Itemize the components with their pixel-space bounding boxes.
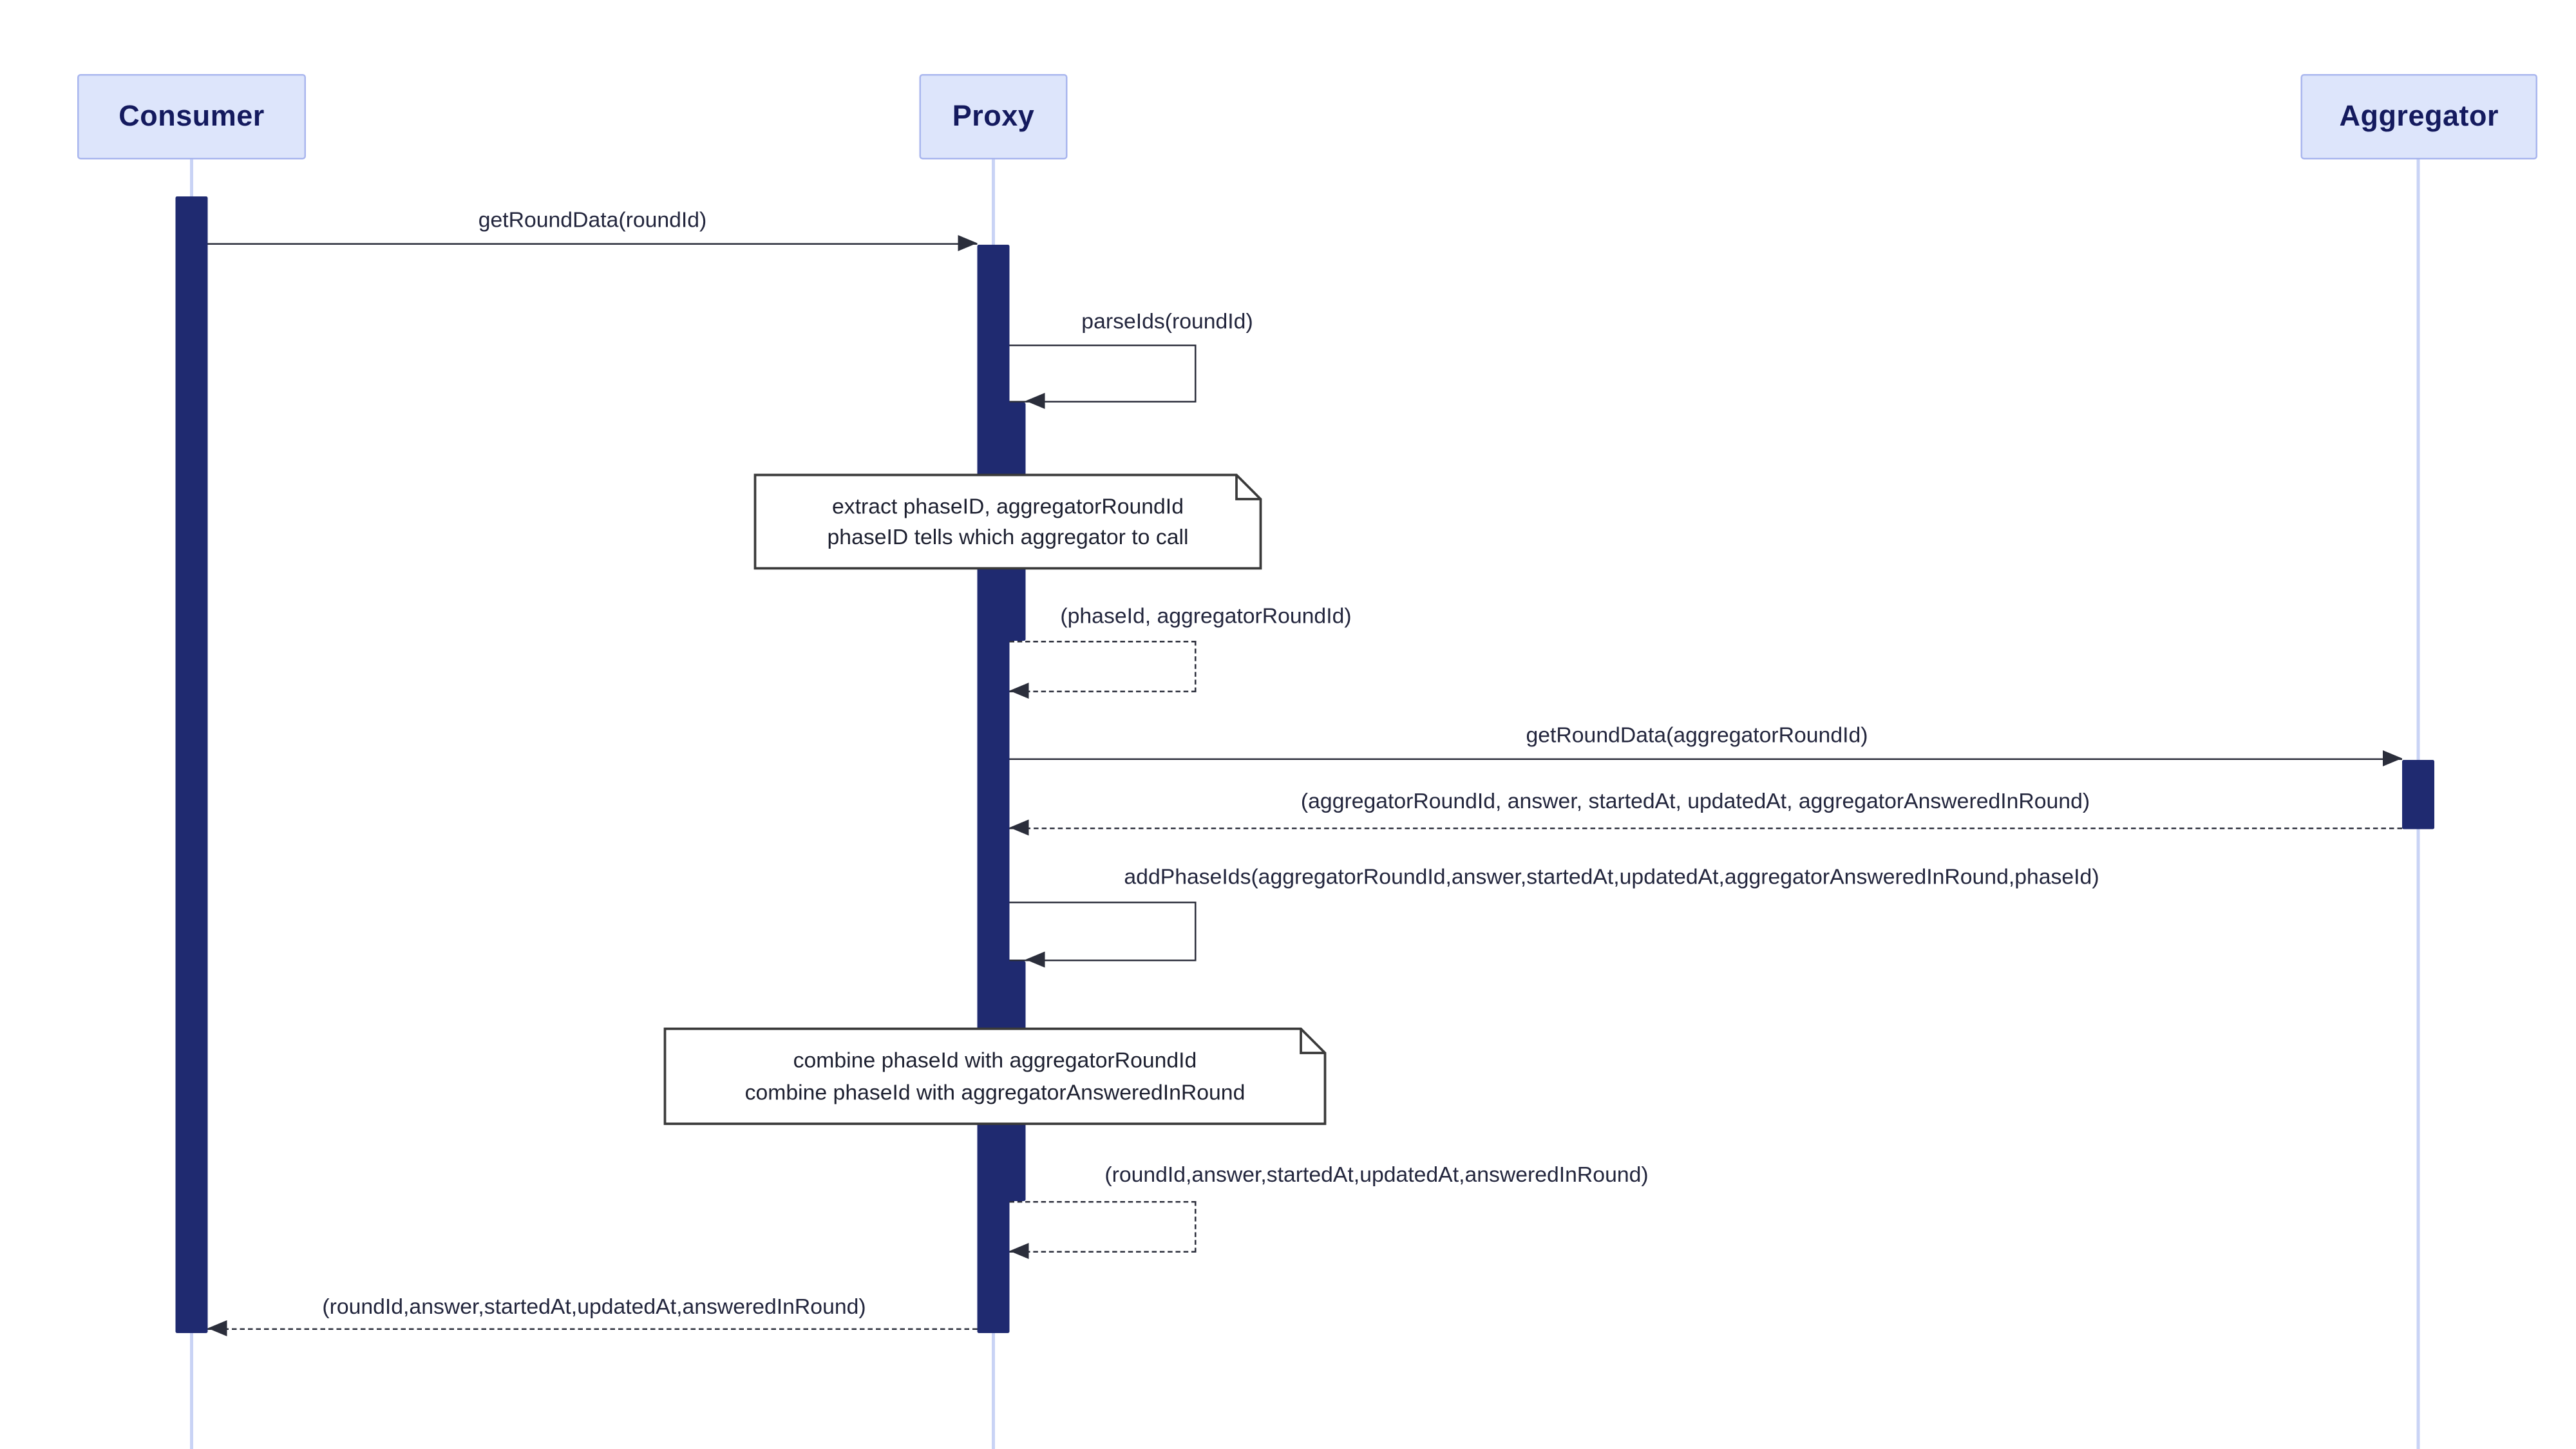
self-message-arrow bbox=[1009, 902, 1197, 961]
message-label: getRoundData(roundId) bbox=[478, 207, 707, 232]
note-shape bbox=[663, 1027, 1327, 1125]
message-label: (phaseId, aggregatorRoundId) bbox=[1060, 603, 1352, 629]
arrowhead-icon bbox=[207, 1320, 227, 1336]
actor-proxy-label: Proxy bbox=[952, 100, 1035, 132]
arrowhead-icon bbox=[1025, 393, 1045, 409]
arrowhead-icon bbox=[1025, 951, 1045, 968]
note-line: combine phaseId with aggregatorRoundId bbox=[793, 1048, 1197, 1073]
activation-consumer bbox=[175, 196, 208, 1333]
actor-aggregator: Aggregator bbox=[2300, 74, 2537, 160]
actor-proxy: Proxy bbox=[919, 74, 1068, 160]
message-label: (aggregatorRoundId, answer, startedAt, u… bbox=[1300, 789, 2090, 813]
actor-aggregator-label: Aggregator bbox=[2339, 100, 2499, 132]
note-shape bbox=[753, 473, 1262, 570]
message-arrow bbox=[207, 243, 978, 245]
return-arrow bbox=[1009, 828, 2402, 829]
note-text: extract phaseID, aggregatorRoundId phase… bbox=[753, 473, 1262, 570]
actor-consumer: Consumer bbox=[77, 74, 306, 160]
note-line: combine phaseId with aggregatorAnsweredI… bbox=[744, 1079, 1245, 1104]
arrowhead-icon bbox=[2383, 750, 2402, 766]
note-line: phaseID tells which aggregator to call bbox=[827, 525, 1189, 549]
message-label: parseIds(roundId) bbox=[1081, 309, 1253, 334]
note-fold-icon bbox=[1235, 475, 1261, 500]
message-label: addPhaseIds(aggregatorRoundId,answer,sta… bbox=[1124, 864, 2099, 889]
self-message-arrow bbox=[1009, 345, 1197, 402]
activation-aggregator bbox=[2402, 760, 2434, 829]
arrowhead-icon bbox=[1009, 683, 1029, 699]
arrowhead-icon bbox=[958, 235, 978, 251]
message-label: (roundId,answer,startedAt,updatedAt,answ… bbox=[1104, 1162, 1649, 1187]
note-line: extract phaseID, aggregatorRoundId bbox=[831, 493, 1184, 518]
return-arrow bbox=[207, 1328, 978, 1330]
note: extract phaseID, aggregatorRoundId phase… bbox=[753, 473, 1262, 570]
self-return-arrow bbox=[1009, 641, 1197, 692]
arrowhead-icon bbox=[1009, 819, 1029, 836]
note-text: combine phaseId with aggregatorRoundId c… bbox=[663, 1027, 1327, 1126]
arrowhead-icon bbox=[1009, 1243, 1029, 1259]
note-fold-icon bbox=[1300, 1028, 1325, 1054]
message-label: getRoundData(aggregatorRoundId) bbox=[1526, 723, 1868, 748]
actor-consumer-label: Consumer bbox=[118, 100, 265, 132]
message-arrow bbox=[1009, 758, 2402, 760]
message-label: (roundId,answer,startedAt,updatedAt,answ… bbox=[322, 1294, 866, 1319]
note: combine phaseId with aggregatorRoundId c… bbox=[663, 1027, 1327, 1126]
self-return-arrow bbox=[1009, 1201, 1197, 1253]
